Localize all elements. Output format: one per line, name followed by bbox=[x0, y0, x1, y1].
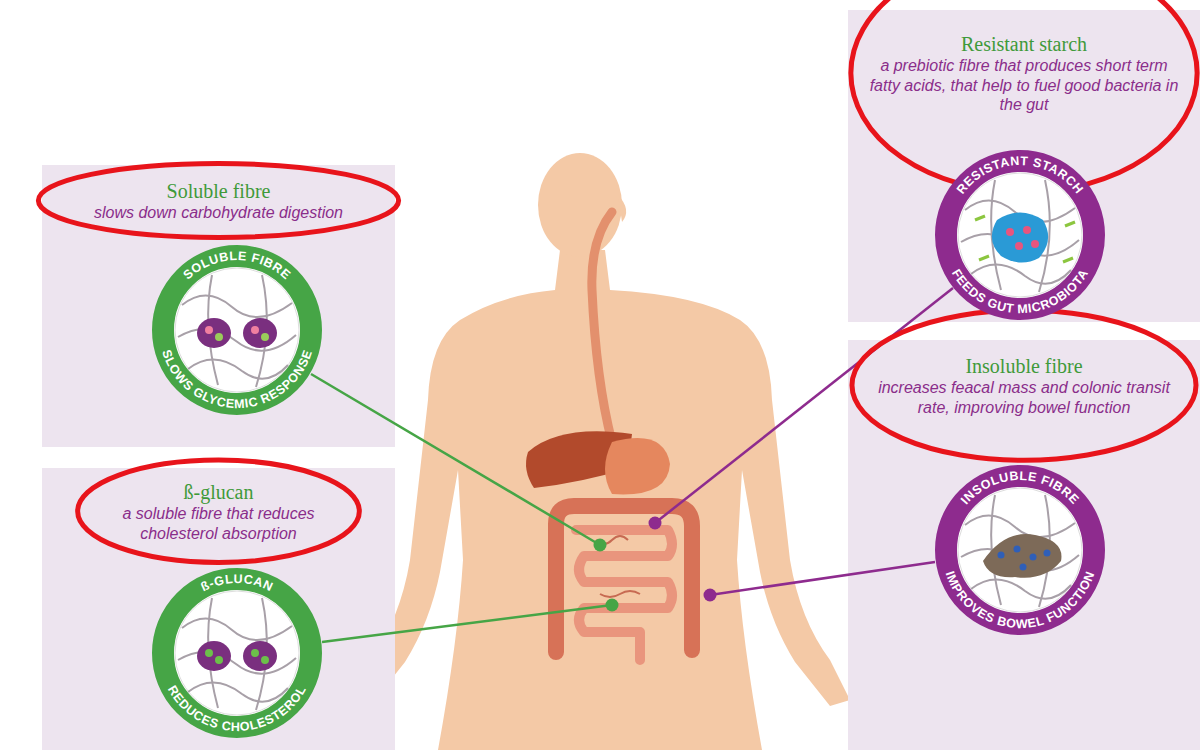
stomach bbox=[605, 438, 670, 494]
body-silhouette bbox=[350, 250, 850, 750]
head-profile bbox=[618, 195, 626, 222]
badge-text-path: INSOLUBLE FIBRE bbox=[958, 469, 1082, 507]
fibre-badge: ß-GLUCAN REDUCES CHOLESTEROL bbox=[152, 568, 322, 738]
badge-caption: IMPROVES BOWEL FUNCTION bbox=[943, 569, 1098, 631]
badge-inner bbox=[175, 268, 299, 392]
fibre-badge: SOLUBLE FIBRE SLOWS GLYCEMIC RESPONSE bbox=[152, 245, 322, 415]
fibre-panel: Resistant starcha prebiotic fibre that p… bbox=[848, 10, 1200, 322]
fibre-panel: Soluble fibreslows down carbohydrate dig… bbox=[42, 165, 395, 447]
panel-text: ß-glucana soluble fibre that reduces cho… bbox=[84, 480, 354, 543]
badge-title: INSOLUBLE FIBRE bbox=[958, 469, 1082, 507]
panel-heading: Soluble fibre bbox=[84, 179, 354, 203]
panel-text: Insoluble fibreincreases feacal mass and… bbox=[864, 354, 1184, 417]
badge-text-path: SLOWS GLYCEMIC RESPONSE bbox=[159, 348, 315, 411]
panel-description: slows down carbohydrate digestion bbox=[84, 203, 354, 223]
leader-line bbox=[311, 374, 600, 545]
badge-text-path: SOLUBLE FIBRE bbox=[181, 249, 294, 282]
badge-inner bbox=[958, 173, 1082, 297]
badge-circle: SOLUBLE FIBRE SLOWS GLYCEMIC RESPONSE bbox=[152, 245, 322, 415]
fibre-illustration bbox=[178, 598, 296, 710]
badge-text-path: RESISTANT STARCH bbox=[954, 154, 1086, 197]
badge-title: ß-GLUCAN bbox=[199, 572, 276, 594]
fibre-badge: INSOLUBLE FIBRE IMPROVES BOWEL FUNCTION bbox=[935, 465, 1105, 635]
badge-title: RESISTANT STARCH bbox=[954, 154, 1086, 197]
badge-text-path: ß-GLUCAN bbox=[199, 572, 276, 594]
panel-heading: Insoluble fibre bbox=[864, 354, 1184, 378]
panel-text: Resistant starcha prebiotic fibre that p… bbox=[864, 32, 1184, 115]
highlight-ellipse bbox=[78, 460, 360, 562]
badge-caption: FEEDS GUT MICROBIOTA bbox=[949, 267, 1091, 317]
leader-line bbox=[710, 562, 935, 595]
leader-dot bbox=[649, 517, 662, 530]
leader-dot bbox=[594, 539, 607, 552]
badge-caption: REDUCES CHOLESTEROL bbox=[165, 683, 309, 734]
leader-dot bbox=[606, 599, 619, 612]
highlight-ellipse bbox=[851, 0, 1197, 192]
highlight-ellipse bbox=[38, 163, 398, 237]
badge-text-path: REDUCES CHOLESTEROL bbox=[165, 683, 309, 734]
badge-caption: SLOWS GLYCEMIC RESPONSE bbox=[159, 348, 315, 411]
badge-circle: INSOLUBLE FIBRE IMPROVES BOWEL FUNCTION bbox=[935, 465, 1105, 635]
fibre-panel: Insoluble fibreincreases feacal mass and… bbox=[848, 340, 1200, 750]
fibre-panel: ß-glucana soluble fibre that reduces cho… bbox=[42, 468, 395, 750]
panel-heading: ß-glucan bbox=[84, 480, 354, 504]
badge-circle: RESISTANT STARCH FEEDS GUT MICROBIOTA bbox=[935, 150, 1105, 320]
badge-circle: ß-GLUCAN REDUCES CHOLESTEROL bbox=[152, 568, 322, 738]
panel-description: a soluble fibre that reduces cholesterol… bbox=[84, 504, 354, 543]
head bbox=[538, 153, 622, 257]
badge-text-path: IMPROVES BOWEL FUNCTION bbox=[943, 569, 1098, 631]
panel-text: Soluble fibreslows down carbohydrate dig… bbox=[84, 179, 354, 223]
panel-description: a prebiotic fibre that produces short te… bbox=[864, 56, 1184, 115]
oesophagus bbox=[592, 212, 612, 442]
badge-inner bbox=[958, 488, 1082, 612]
small-intestine bbox=[576, 530, 672, 660]
panel-heading: Resistant starch bbox=[864, 32, 1184, 56]
badge-text-path: FEEDS GUT MICROBIOTA bbox=[949, 267, 1091, 317]
badge-inner bbox=[175, 591, 299, 715]
highlight-ellipse bbox=[852, 310, 1196, 460]
badge-title: SOLUBLE FIBRE bbox=[181, 249, 294, 282]
fibre-illustration bbox=[178, 275, 296, 387]
leader-line bbox=[322, 605, 612, 642]
fibre-badge: RESISTANT STARCH FEEDS GUT MICROBIOTA bbox=[935, 150, 1105, 320]
panel-description: increases feacal mass and colonic transi… bbox=[864, 378, 1184, 417]
fibre-illustration bbox=[961, 180, 1079, 292]
fibre-illustration bbox=[961, 495, 1079, 607]
leader-dot bbox=[704, 589, 717, 602]
leader-line bbox=[655, 288, 953, 523]
